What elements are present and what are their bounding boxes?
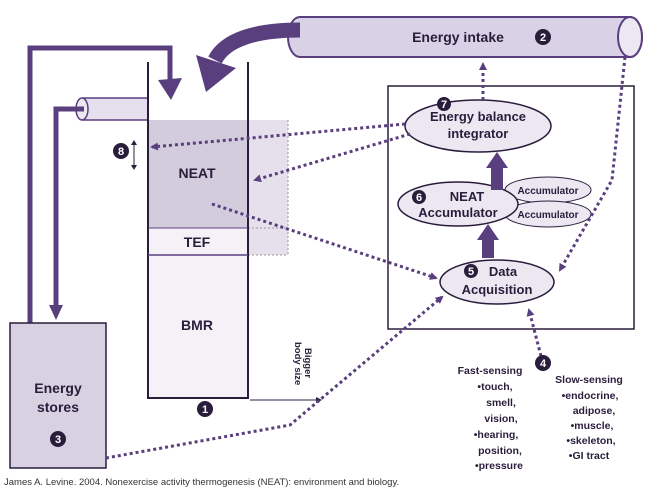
slow-sensing-item: •skeleton, [566,435,615,447]
number-4-label: 4 [540,358,547,370]
number-3-badge [50,431,66,447]
control-system-box: 7 Energy balance integrator Accumulator … [387,85,635,330]
energy-expenditure-column: NEAT TEF BMR 1 [147,62,289,417]
integrator-label-line1: Energy balance [430,109,526,124]
fast-sensing-item: •touch, [477,381,512,393]
data-acquisition-line2: Acquisition [462,282,533,297]
number-6-label: 6 [416,192,422,204]
accumulator-2-label: Accumulator [517,210,578,221]
neat-accumulator-line2: Accumulator [418,205,497,220]
number-7-badge [437,97,451,111]
fast-sensing-item: vision, [484,413,517,425]
number-1-badge [197,401,213,417]
accumulator-1-label: Accumulator [517,186,578,197]
energy-stores-box: Energy stores 3 [9,322,107,469]
slow-sensing-item: adipose, [573,405,616,417]
intake-to-column-arrow [196,22,301,92]
number-8-label: 8 [118,146,124,158]
intake-to-acquisition-arrow [558,56,627,272]
number-5-badge [464,264,478,278]
integrator-to-neat-arrow [253,132,411,183]
stores-to-acquisition-arrow [105,295,444,460]
slow-sensing-title: Slow-sensing [555,374,623,386]
signal-arrows [105,56,627,460]
number-8-badge [113,143,129,159]
number-3-label: 3 [55,434,61,446]
fast-sensing-title: Fast-sensing [458,365,523,377]
neat-variation-indicator: 8 [113,140,137,170]
fast-sensing-item: smell, [486,397,516,409]
slow-sensing-item: •GI tract [569,450,610,462]
outflow-pipe [75,97,149,121]
number-2-label: 2 [540,32,546,44]
number-4-badge [535,355,551,371]
energy-intake-cylinder: Energy intake 2 [287,16,643,58]
slow-sensing-item: •muscle, [571,420,614,432]
outflow-to-stores-line [49,106,84,320]
fast-sensing-item: •pressure [475,460,523,472]
energy-stores-label-line2: stores [37,399,79,415]
integrator-label-line2: integrator [448,126,509,141]
number-1-label: 1 [202,404,208,416]
neat-accumulator-line1: NEAT [450,189,484,204]
number-5-label: 5 [468,266,474,278]
neat-label: NEAT [178,165,216,181]
number-7-label: 7 [441,99,447,111]
energy-stores-label-line1: Energy [34,380,82,396]
fast-sensing-item: position, [478,445,522,457]
tef-block [148,228,248,255]
sensing-inputs: 4 Fast-sensing •touch, smell, vision, •h… [458,355,623,472]
source-credit: James A. Levine. 2004. Nonexercise activ… [4,477,400,488]
bigger-body-size-line2: body size [292,342,303,385]
energy-intake-label: Energy intake [412,29,504,45]
tef-label: TEF [184,234,211,250]
slow-sensing-item: •endocrine, [562,390,619,402]
bmr-block [148,255,248,398]
accumulator-to-integrator-arrow [486,152,508,190]
bigger-body-size-axis: Bigger body size [250,342,322,403]
neat-accumulator-ellipse [397,181,519,227]
acquisition-to-accumulator-arrow [477,224,499,258]
sensing-to-acquisition-arrow [526,308,543,357]
number-6-badge [412,190,426,204]
fast-sensing-item: •hearing, [474,429,519,441]
data-acquisition-line1: Data [489,264,518,279]
bigger-body-size-line1: Bigger [302,348,313,378]
integrator-to-pipe-arrow [150,122,406,151]
number-2-badge [535,29,551,45]
bmr-label: BMR [181,317,213,333]
integrator-ellipse [404,99,552,153]
